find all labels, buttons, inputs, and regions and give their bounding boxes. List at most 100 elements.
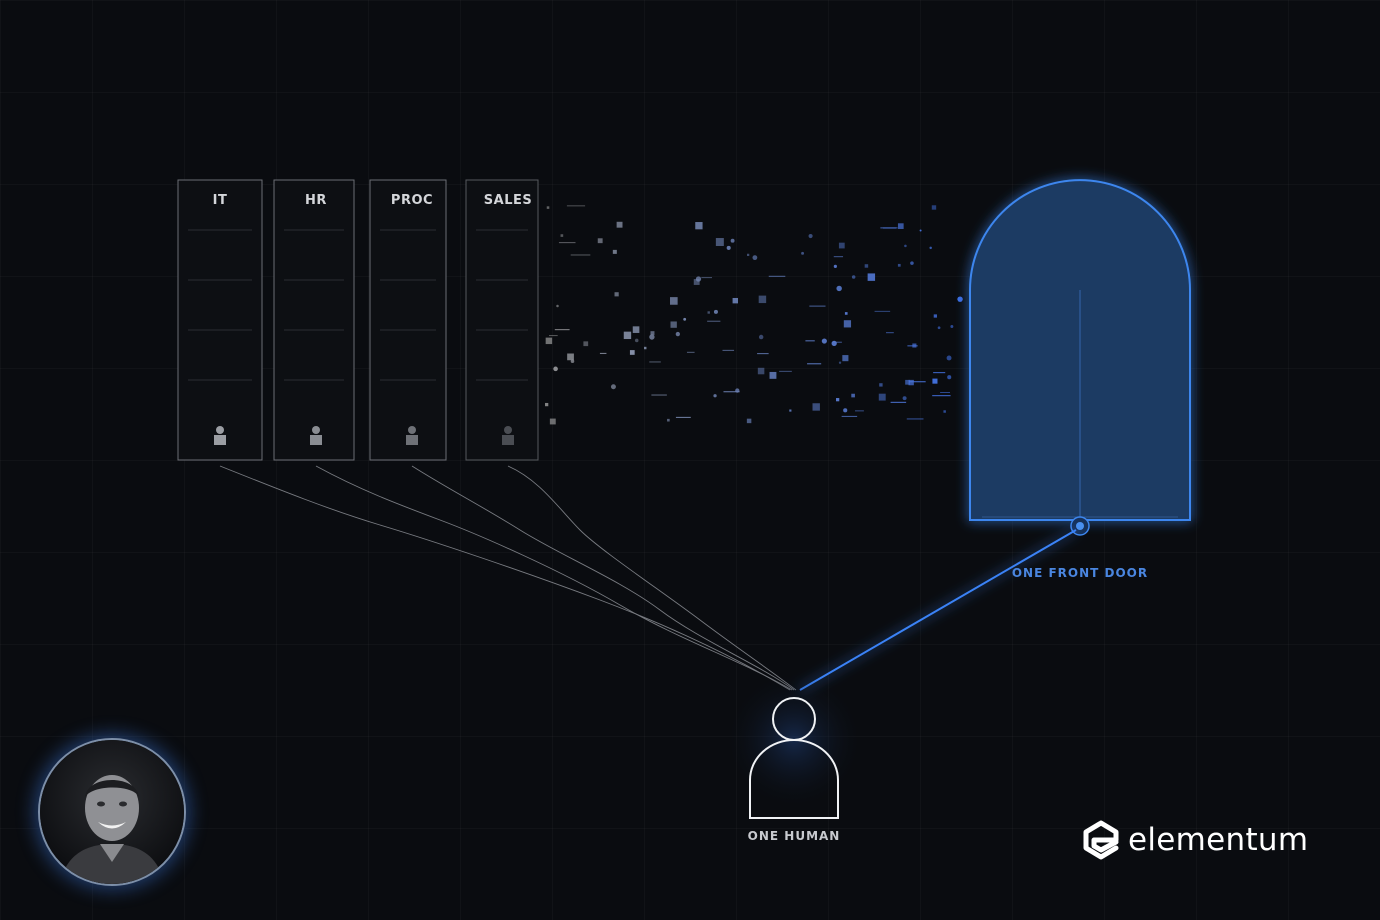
particle — [932, 395, 951, 397]
particle — [546, 206, 550, 209]
presenter-avatar — [38, 738, 186, 886]
particle — [612, 249, 617, 254]
particle — [867, 273, 876, 281]
particle — [632, 326, 640, 333]
particle — [779, 370, 792, 372]
particle — [933, 314, 937, 318]
particle — [726, 245, 731, 250]
particle — [885, 332, 894, 334]
particle — [878, 393, 886, 401]
department-label-sales: SALES — [484, 193, 532, 208]
particle — [758, 334, 764, 340]
particle — [805, 340, 815, 342]
particle — [943, 410, 946, 413]
particle — [686, 351, 695, 353]
human-label: ONE HUMAN — [748, 829, 841, 843]
particle — [851, 275, 856, 279]
particle — [933, 372, 946, 374]
particle — [683, 317, 687, 321]
particle — [909, 381, 926, 383]
particle — [907, 345, 918, 347]
particle — [746, 418, 752, 424]
particle — [836, 285, 842, 292]
person-icon — [214, 426, 226, 445]
particle — [932, 378, 938, 384]
particle — [789, 409, 792, 412]
particle — [807, 363, 822, 365]
particle — [722, 349, 735, 351]
particle — [843, 320, 852, 328]
department-connectors — [219, 465, 797, 691]
particle — [836, 398, 840, 402]
particle-field — [545, 205, 963, 425]
particle — [649, 334, 655, 340]
particle — [746, 253, 750, 257]
particle — [752, 255, 758, 261]
particle — [583, 341, 589, 347]
particle — [693, 279, 700, 285]
department-label-hr: HR — [305, 193, 327, 208]
particle — [570, 359, 575, 363]
particle — [844, 312, 848, 315]
particle — [616, 221, 623, 228]
particle — [931, 205, 937, 210]
particle — [842, 355, 849, 362]
avatar-illustration — [40, 740, 184, 884]
particle — [874, 310, 891, 312]
particle — [957, 296, 963, 302]
person-icon — [406, 426, 418, 445]
particle — [713, 309, 718, 314]
particle — [757, 367, 765, 375]
particle — [675, 331, 680, 337]
department-panel-it: IT — [177, 179, 263, 461]
particle — [644, 346, 647, 350]
particle — [567, 353, 574, 361]
particle — [650, 331, 655, 336]
department-label-it: IT — [213, 193, 228, 208]
particle — [832, 341, 842, 343]
particle — [707, 320, 721, 322]
particle — [843, 408, 848, 413]
particle — [701, 277, 712, 279]
particle — [897, 223, 904, 229]
particle — [675, 416, 691, 418]
particle — [946, 355, 952, 361]
particle — [906, 418, 924, 420]
person-outline-icon — [749, 697, 839, 819]
particle — [904, 244, 907, 248]
particle — [908, 379, 914, 386]
particle — [812, 403, 820, 411]
particle — [707, 311, 710, 314]
particle — [545, 402, 549, 407]
particle — [854, 410, 864, 412]
particle — [651, 394, 667, 396]
particle — [629, 350, 635, 355]
particle — [553, 366, 558, 372]
particle — [808, 233, 813, 239]
particle — [556, 304, 559, 308]
particle — [548, 335, 558, 337]
particle — [670, 321, 677, 328]
brand-logo: elementum — [1082, 818, 1308, 862]
department-panel-hr: HR — [273, 179, 355, 461]
particle — [560, 234, 564, 237]
person-icon — [310, 426, 322, 445]
particle — [713, 394, 717, 398]
particle — [599, 352, 607, 354]
particle — [831, 340, 837, 347]
particle — [882, 227, 896, 229]
particle — [947, 375, 952, 380]
particle — [851, 393, 855, 398]
front-door-label: ONE FRONT DOOR — [1012, 566, 1148, 580]
particle — [929, 246, 932, 250]
particle — [549, 418, 556, 425]
particle — [695, 222, 703, 230]
particle — [667, 418, 670, 422]
particle — [769, 371, 777, 379]
particle — [841, 415, 858, 417]
particle — [768, 275, 786, 277]
particle — [890, 401, 907, 403]
brand-name: elementum — [1128, 822, 1309, 858]
particle — [833, 256, 844, 258]
